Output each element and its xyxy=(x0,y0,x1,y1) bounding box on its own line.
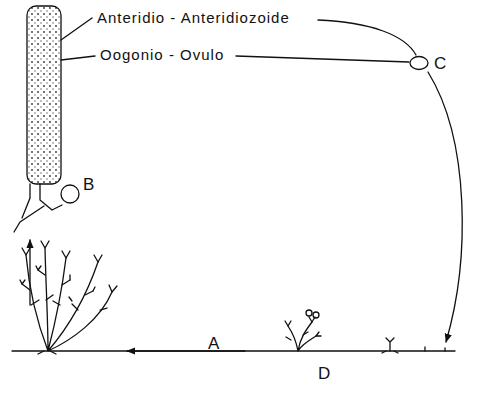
young-plant xyxy=(285,310,445,353)
cycle-arrow xyxy=(428,72,462,342)
oogonium xyxy=(61,185,79,203)
zygote xyxy=(410,57,428,70)
stage-letter: D xyxy=(318,365,330,384)
antheridium xyxy=(27,6,61,184)
stage-letter: C xyxy=(434,55,446,74)
leader-line xyxy=(61,56,95,60)
leader-line xyxy=(318,20,416,55)
leader-line xyxy=(236,56,409,62)
stage-letter: B xyxy=(83,176,94,195)
cycle-arrow xyxy=(127,350,245,351)
structure-label: Oogonio - Ovulo xyxy=(100,47,224,64)
stalk xyxy=(22,184,62,218)
branch xyxy=(14,206,44,232)
stage-letter: A xyxy=(208,335,219,354)
ground-line xyxy=(12,350,455,351)
mature-plant xyxy=(20,241,117,354)
structure-label: Anteridio - Anteridiozoide xyxy=(97,10,290,27)
leader-line xyxy=(61,18,92,40)
